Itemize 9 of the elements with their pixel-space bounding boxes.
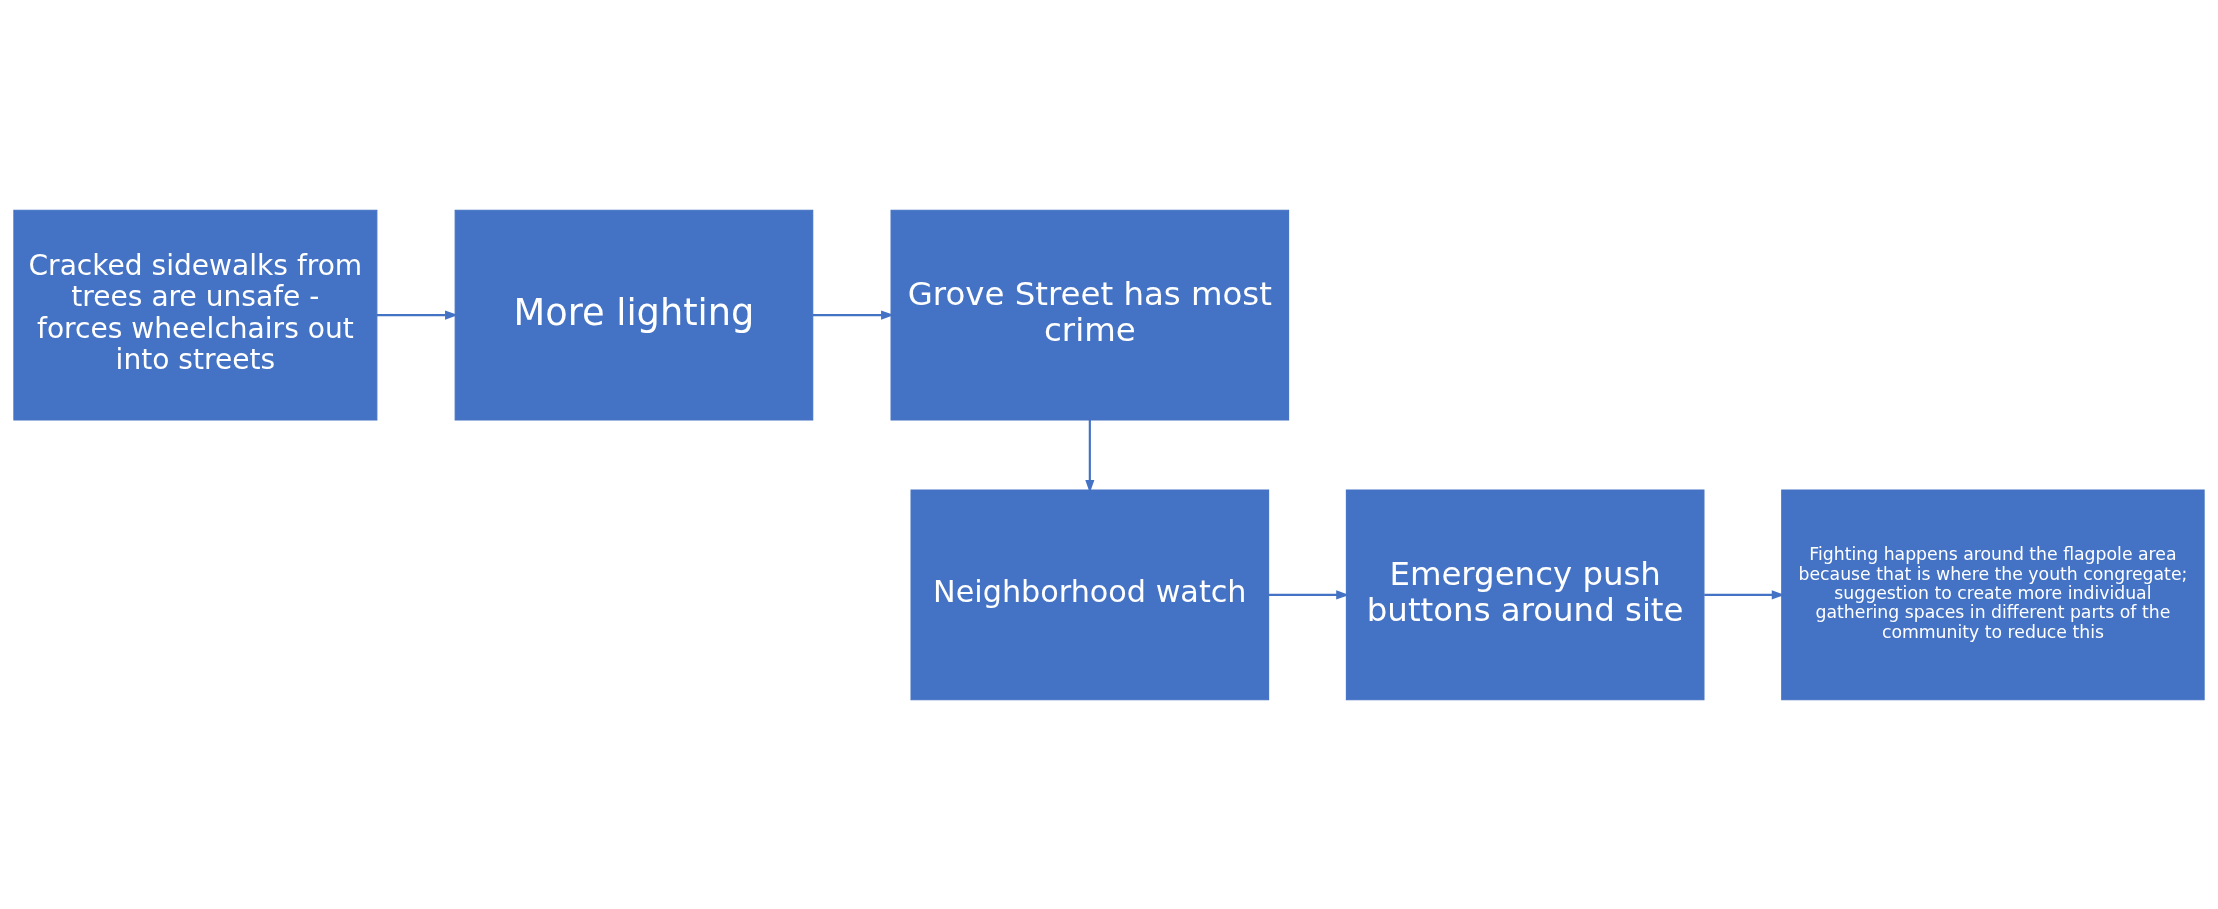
node-box: Grove Street has most crime <box>890 209 1290 420</box>
node-box: Neighborhood watch <box>910 489 1270 700</box>
node-box: Cracked sidewalks from trees are unsafe - forces wheelchairs out into streets <box>13 209 378 420</box>
arrow <box>1085 419 1095 493</box>
node-box: Fighting happens around the flagpole area because that is where the youth congregate; suggestion to create more individual gathering spaces in different parts of the community to reduce this <box>1781 489 2205 700</box>
node-box: More lighting <box>454 209 814 420</box>
arrow <box>376 310 459 320</box>
arrow <box>1704 589 1785 599</box>
node-box: Emergency push buttons around site <box>1345 489 1705 700</box>
